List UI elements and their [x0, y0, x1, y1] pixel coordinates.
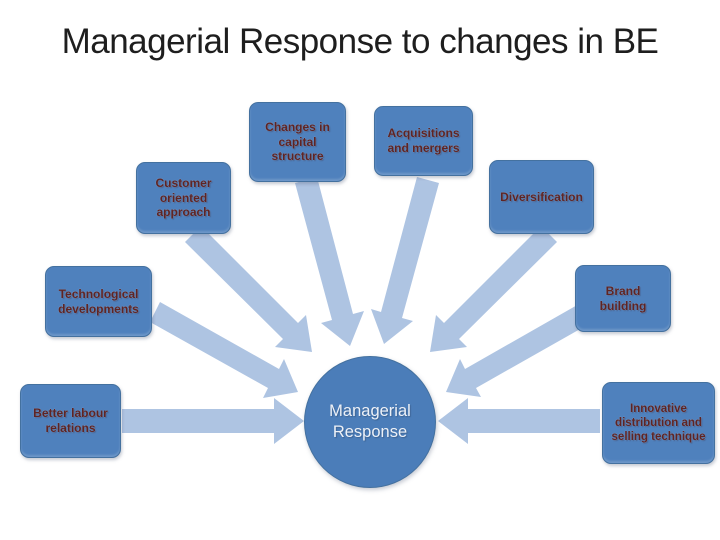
box-label: Technological developments [58, 286, 139, 316]
box-label: Acquisitions and mergers [387, 126, 460, 155]
box-changes-in-capital-structure: Changes in capital structure [249, 102, 346, 182]
slide-title: Managerial Response to changes in BE [61, 22, 659, 61]
arrow-from-diversification [430, 226, 557, 352]
box-acquisitions-and-mergers: Acquisitions and mergers [374, 106, 473, 176]
circle-label: Managerial Response [329, 401, 411, 441]
arrow-from-brand-building [446, 304, 589, 397]
managerial-response-circle: Managerial Response [304, 356, 436, 488]
box-innovative-distribution-and-selling-technique: Innovative distribution and selling tech… [602, 382, 715, 464]
arrow-from-acquisitions-and-mergers [371, 177, 439, 344]
arrow-from-better-labour-relations [122, 398, 304, 444]
box-label: Better labour relations [33, 406, 108, 435]
box-label: Innovative distribution and selling tech… [611, 402, 706, 443]
box-technological-developments: Technological developments [45, 266, 152, 337]
arrow-from-technological-developments [150, 302, 298, 398]
box-customer-oriented-approach: Customer oriented approach [136, 162, 231, 234]
arrow-from-changes-in-capital-structure [295, 177, 364, 346]
box-better-labour-relations: Better labour relations [20, 384, 121, 458]
box-brand-building: Brand building [575, 265, 671, 332]
box-label: Changes in capital structure [265, 120, 330, 164]
box-label: Diversification [500, 189, 583, 204]
box-diversification: Diversification [489, 160, 594, 234]
box-label: Brand building [599, 283, 647, 313]
box-label: Customer oriented approach [155, 176, 212, 220]
arrow-from-innovative-distribution [438, 398, 600, 444]
arrow-from-customer-oriented-approach [185, 226, 312, 352]
